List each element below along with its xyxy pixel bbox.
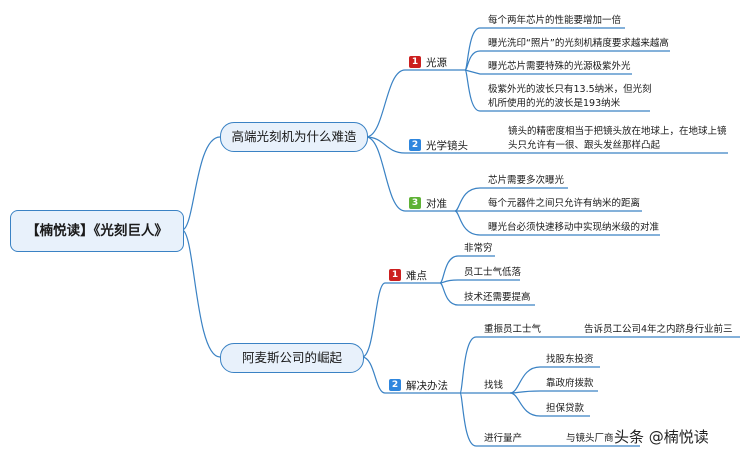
leaf-item[interactable]: 曝光芯片需要特殊的光源极紫外光 [488, 61, 631, 72]
leaf-item[interactable]: 与镜头厂商 [566, 433, 614, 444]
number-badge: 2 [389, 379, 401, 391]
leaf-item[interactable]: 靠政府拨款 [546, 378, 594, 389]
leaf-item[interactable]: 非常穷 [464, 243, 493, 254]
section-label: 光学镜头 [426, 139, 468, 152]
leaf-item[interactable]: 员工士气低落 [464, 267, 522, 278]
leaf-item[interactable]: 芯片需要多次曝光 [488, 175, 565, 186]
number-badge: 2 [409, 139, 421, 151]
leaf-item[interactable]: 机所使用的光的波长是193纳米 [488, 98, 621, 109]
section-label: 对准 [426, 197, 447, 210]
leaf-item[interactable]: 每个两年芯片的性能要增加一倍 [488, 15, 622, 26]
leaf-item[interactable]: 担保贷款 [546, 403, 585, 414]
watermark: 头条 @楠悦读 [614, 428, 709, 446]
leaf-item[interactable]: 曝光台必须快速移动中实现纳米级的对准 [488, 222, 660, 233]
group-label[interactable]: 重振员工士气 [484, 324, 542, 335]
leaf-item[interactable]: 曝光洗印“照片”的光刻机精度要求越来越高 [488, 38, 669, 49]
leaf-item[interactable]: 镜头的精密度相当于把镜头放在地球上，在地球上镜 [508, 126, 727, 137]
leaf-item[interactable]: 极紫外光的波长只有13.5纳米，但光刻 [488, 84, 652, 95]
section-alignment[interactable]: 3 对准 [409, 196, 447, 210]
leaf-item[interactable]: 告诉员工公司4年之内跻身行业前三 [584, 324, 733, 335]
branch-why-hard[interactable]: 高端光刻机为什么难造 [220, 122, 368, 152]
number-badge: 3 [409, 197, 421, 209]
root-node[interactable]: 【楠悦读】《光刻巨人》 [10, 210, 184, 252]
section-label: 难点 [406, 269, 427, 282]
branch-asml-rise[interactable]: 阿麦斯公司的崛起 [220, 343, 364, 373]
leaf-item[interactable]: 每个元器件之间只允许有纳米的距离 [488, 198, 641, 209]
number-badge: 1 [409, 56, 421, 68]
section-label: 光源 [426, 56, 447, 69]
number-badge: 1 [389, 269, 401, 281]
section-difficulties[interactable]: 1 难点 [389, 268, 427, 282]
section-optical-lens[interactable]: 2 光学镜头 [409, 138, 468, 152]
section-label: 解决办法 [406, 379, 448, 392]
section-solutions[interactable]: 2 解决办法 [389, 378, 448, 392]
section-light-source[interactable]: 1 光源 [409, 55, 447, 69]
group-label[interactable]: 找钱 [484, 380, 504, 391]
leaf-item[interactable]: 找股东投资 [546, 354, 594, 365]
group-label[interactable]: 进行量产 [484, 433, 523, 444]
leaf-item[interactable]: 头只允许有一很、跟头发丝那样凸起 [508, 140, 661, 151]
leaf-item[interactable]: 技术还需要提高 [464, 292, 531, 303]
